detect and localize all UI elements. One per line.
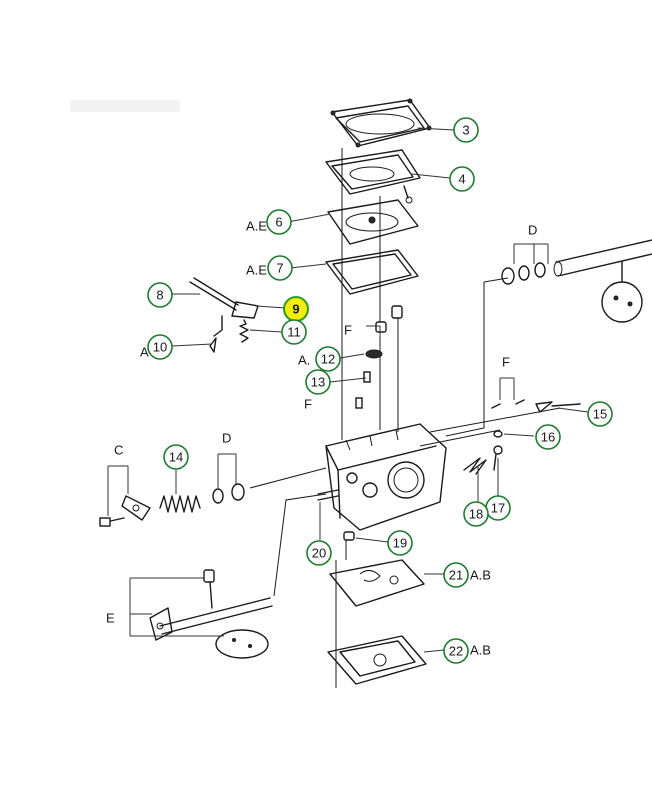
pump-gasket-part xyxy=(325,149,421,204)
svg-text:20: 20 xyxy=(312,546,326,561)
svg-text:11: 11 xyxy=(287,325,301,340)
svg-text:13: 13 xyxy=(311,375,325,390)
group-label-d-left: D xyxy=(222,431,231,446)
callout-7[interactable]: A.E 7 xyxy=(246,255,293,281)
callout-21[interactable]: 21 A.B xyxy=(443,562,491,588)
group-label-f-a: F xyxy=(344,323,352,338)
svg-text:22: 22 xyxy=(449,644,463,659)
svg-text:15: 15 xyxy=(593,407,607,422)
callout-22[interactable]: 22 A.B xyxy=(443,638,491,664)
group-label-d-top: D xyxy=(528,223,537,238)
svg-text:9: 9 xyxy=(292,302,299,317)
pump-cover-part xyxy=(330,98,432,148)
callout-6[interactable]: A.E 6 xyxy=(246,209,292,235)
svg-text:12: 12 xyxy=(321,352,335,367)
callout-8[interactable]: 8 xyxy=(147,282,173,308)
svg-text:7: 7 xyxy=(276,261,283,276)
bracket-f-c: F xyxy=(304,397,312,412)
throttle-shaft-part xyxy=(501,239,652,323)
callout-12[interactable]: A. 12 xyxy=(298,346,341,372)
idle-screw-assembly xyxy=(99,483,245,527)
svg-text:19: 19 xyxy=(393,536,407,551)
svg-text:21: 21 xyxy=(449,568,463,583)
callout-18[interactable]: 18 xyxy=(463,501,489,527)
callout-13[interactable]: 13 xyxy=(305,369,331,395)
callout-22-suffix: A.B xyxy=(470,643,491,658)
carburetor-body xyxy=(317,423,447,531)
choke-shaft-assembly xyxy=(149,569,273,659)
callout-3[interactable]: 3 xyxy=(453,117,479,143)
callout-20[interactable]: 20 xyxy=(306,540,332,566)
callout-15[interactable]: 15 xyxy=(587,401,613,427)
metering-plate-part xyxy=(329,559,425,607)
callout-9-highlighted[interactable]: 9 xyxy=(283,296,309,322)
callout-7-suffix: A.E xyxy=(246,263,267,278)
pump-diaphragm-part xyxy=(327,199,419,245)
svg-text:8: 8 xyxy=(156,288,163,303)
callout-16[interactable]: 16 xyxy=(535,424,561,450)
svg-text:3: 3 xyxy=(462,123,469,138)
callout-17[interactable]: 17 xyxy=(485,495,511,521)
metering-gasket-part xyxy=(327,635,427,685)
svg-text:14: 14 xyxy=(169,450,183,465)
group-label-c: C xyxy=(114,443,123,458)
bracket-d-left: D xyxy=(217,431,237,488)
callout-leaders xyxy=(171,127,589,653)
callout-10[interactable]: A 10 xyxy=(140,334,173,360)
group-label-e: E xyxy=(106,611,115,626)
inlet-needle-lever-part xyxy=(189,277,259,353)
bracket-e: E xyxy=(106,577,224,637)
svg-text:17: 17 xyxy=(491,501,505,516)
diaphragm-gasket-part xyxy=(325,249,419,295)
callout-19[interactable]: 19 xyxy=(387,530,413,556)
bracket-f-a: F xyxy=(344,323,381,338)
svg-text:4: 4 xyxy=(458,172,465,187)
callout-21-suffix: A.B xyxy=(470,568,491,583)
bracket-d-top: D xyxy=(513,223,549,264)
callout-10-suffix: A xyxy=(140,345,149,360)
svg-text:6: 6 xyxy=(275,215,282,230)
group-label-f-c: F xyxy=(304,397,312,412)
svg-text:10: 10 xyxy=(153,340,167,355)
bracket-f-b: F xyxy=(499,355,515,400)
svg-text:18: 18 xyxy=(469,507,483,522)
callout-14[interactable]: 14 xyxy=(163,444,189,470)
group-label-f-b: F xyxy=(502,355,510,370)
callout-6-suffix: A.E xyxy=(246,219,267,234)
faded-header xyxy=(70,100,180,112)
callout-12-suffix: A. xyxy=(298,353,310,368)
fitting-parts xyxy=(343,305,581,541)
callout-11[interactable]: 11 xyxy=(281,319,307,345)
svg-text:16: 16 xyxy=(541,430,555,445)
callout-4[interactable]: 4 xyxy=(449,166,475,192)
assembly-guide-lines xyxy=(249,148,561,688)
bracket-c: C xyxy=(107,443,129,516)
